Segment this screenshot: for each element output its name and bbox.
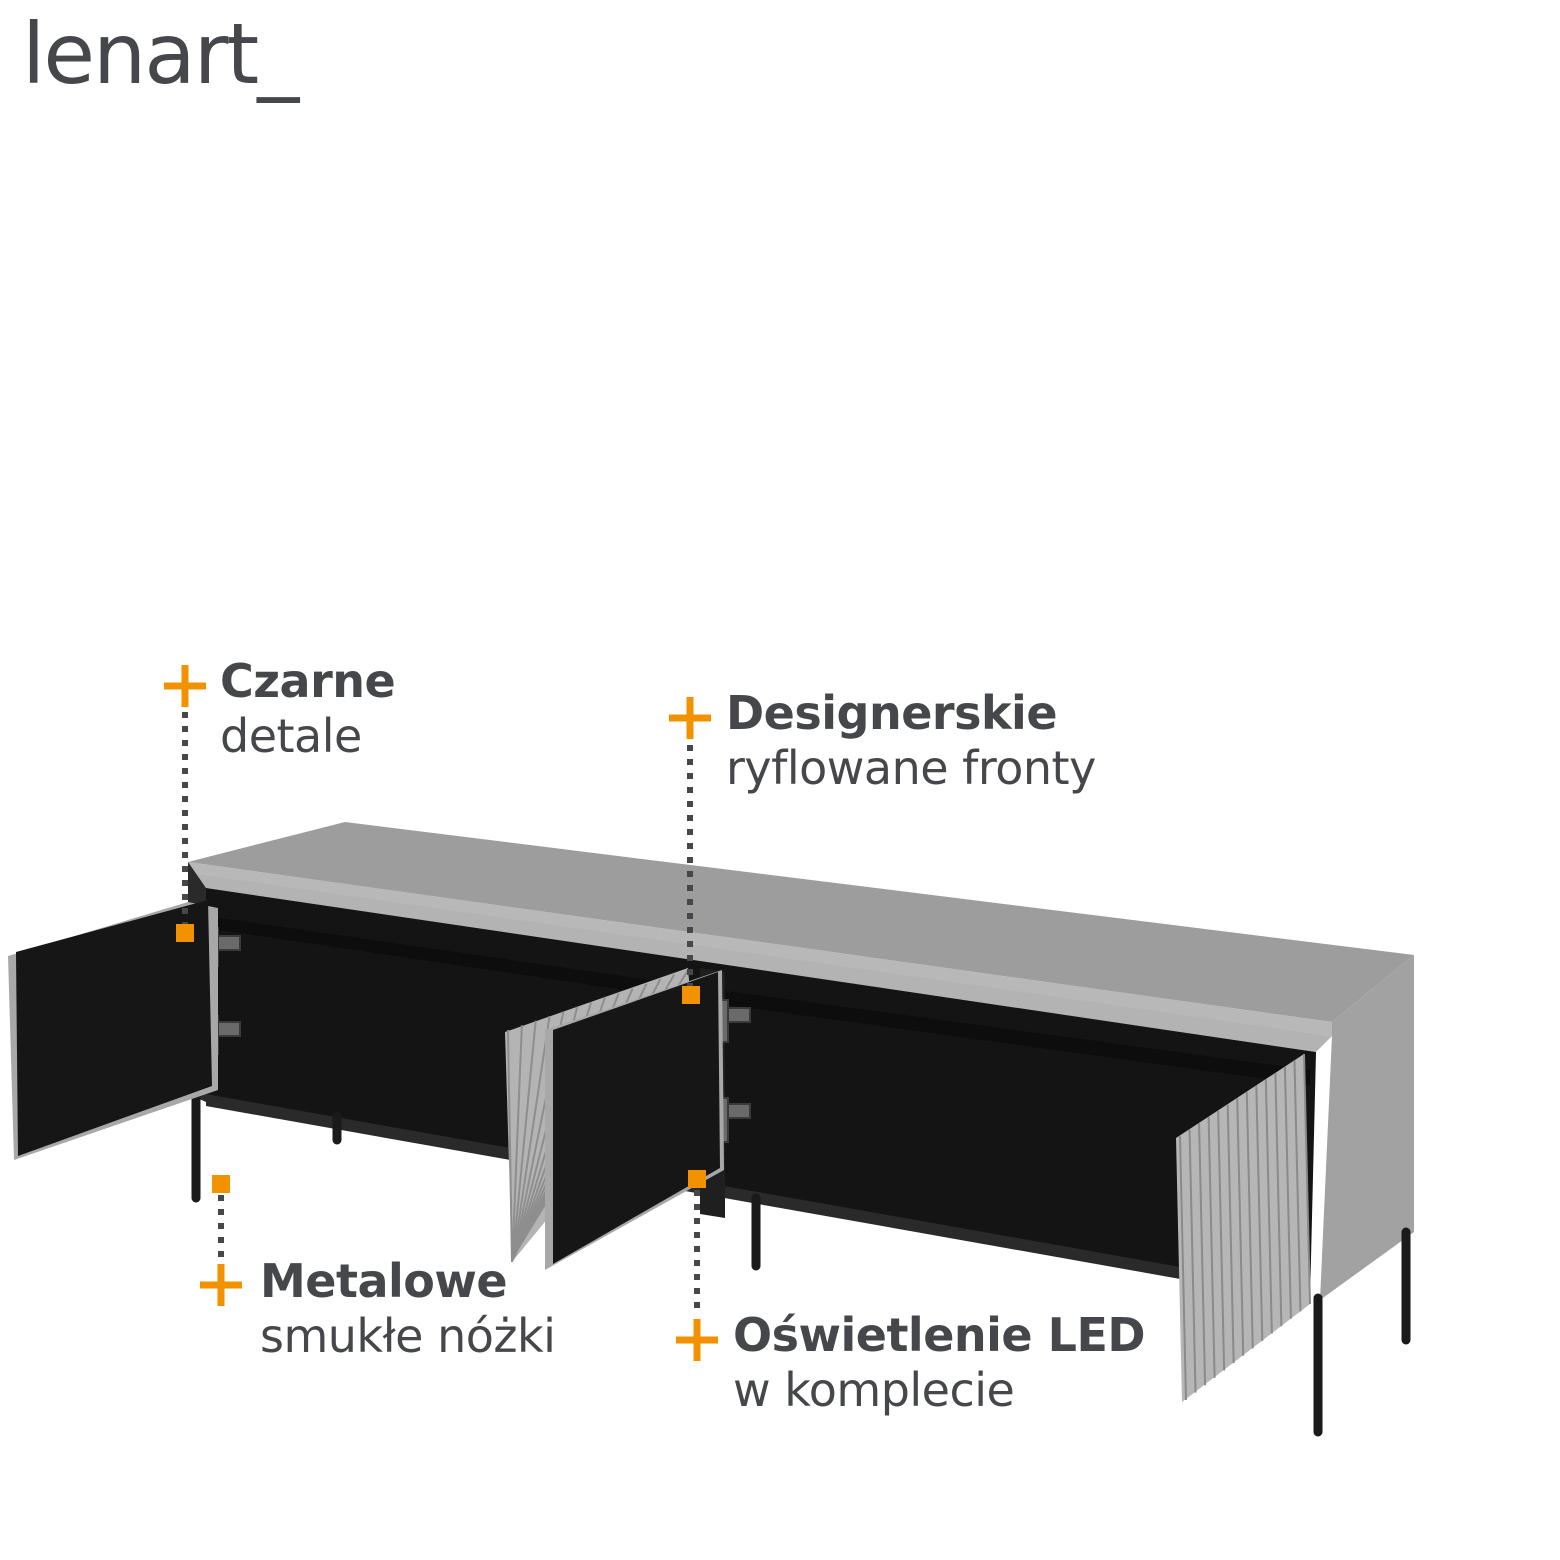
callout-title: Oświetlenie LED (733, 1308, 1146, 1362)
callout-subtitle: detale (220, 709, 362, 764)
rib (1245, 1091, 1254, 1349)
door-left (8, 900, 218, 1160)
rib (1255, 1085, 1264, 1341)
rib (1274, 1072, 1283, 1327)
callout-title: Designerskie (726, 686, 1058, 740)
rib (511, 1020, 537, 1261)
plus-icon (200, 1264, 242, 1306)
rib (1207, 1117, 1216, 1378)
door-ribbed-middle (505, 968, 724, 1270)
rib (1179, 1135, 1187, 1401)
rib (1293, 1060, 1302, 1312)
leader-lines (182, 712, 700, 1316)
callout-ribbed-fronts: Designerskie ryflowane fronty (726, 686, 1096, 796)
cabinet-right-side (1320, 955, 1414, 1300)
plus-icon (676, 1319, 718, 1361)
marker-square (212, 1175, 230, 1193)
rib (1303, 1053, 1311, 1305)
cabinet-shelf (206, 916, 720, 1004)
cabinet-interior (206, 888, 1316, 1300)
cabinet-top (188, 822, 1414, 1022)
callout-led-lighting: Oświetlenie LED w komplecie (733, 1308, 1146, 1418)
callout-subtitle: smukłe nóżki (260, 1309, 556, 1364)
rib (507, 1029, 513, 1263)
plus-icon (669, 697, 711, 739)
brand-logo: lenart_ (22, 12, 299, 96)
rib (1188, 1129, 1197, 1393)
door-ribbed-right (1176, 1053, 1311, 1402)
rib (1198, 1123, 1207, 1386)
rib (1264, 1079, 1273, 1334)
rib (1226, 1104, 1235, 1364)
rib (1236, 1098, 1245, 1356)
callout-title: Metalowe (260, 1254, 508, 1308)
marker-square (176, 924, 194, 942)
callout-title: Czarne (220, 654, 396, 708)
marker-square (688, 1170, 706, 1188)
plus-icon (164, 665, 206, 707)
marker-square (682, 986, 700, 1004)
callout-black-details: Czarne detale (220, 654, 396, 764)
rib (1283, 1066, 1292, 1319)
markers (176, 924, 706, 1193)
plus-icons (164, 665, 718, 1361)
rib (511, 1025, 523, 1262)
metal-legs (191, 1091, 1411, 1437)
led-panel (196, 874, 1332, 1052)
callout-metal-legs: Metalowe smukłe nóżki (260, 1254, 556, 1364)
brand-suffix: _ (257, 5, 299, 103)
rib (511, 1016, 551, 1260)
callout-subtitle: ryflowane fronty (726, 741, 1096, 796)
rib (1217, 1110, 1226, 1371)
callout-subtitle: w komplecie (733, 1363, 1015, 1418)
brand-name: lenart (22, 5, 259, 103)
cabinet-top-edge (188, 862, 1332, 1036)
